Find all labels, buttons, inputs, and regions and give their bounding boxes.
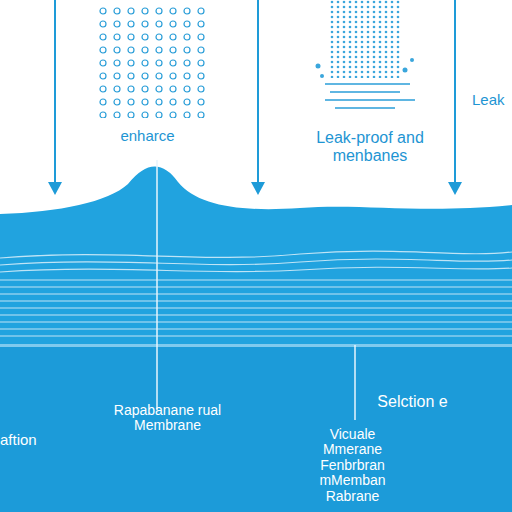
leader-line [156, 160, 158, 410]
text-label: enharce [105, 128, 190, 145]
text-label: Rapabanane rual Membrane [100, 403, 235, 434]
particle-cloud [330, 0, 400, 78]
divider-band [0, 344, 512, 347]
text-label: aftion [0, 432, 60, 449]
text-label: Leak-proof and menbanes [300, 129, 440, 164]
text-label: Leak [472, 92, 512, 109]
water-wave [0, 166, 512, 512]
arrow-heads [48, 182, 462, 195]
lower-band [0, 347, 512, 512]
particles [316, 58, 415, 78]
membrane-layers [0, 251, 512, 336]
text-label: Selction e [375, 393, 450, 411]
arrow-shafts [55, 0, 455, 186]
bubble-column [98, 6, 208, 118]
flow-lines [325, 84, 415, 108]
text-label: Vicuale Mmerane Fenbrbran mMemban Rabran… [300, 427, 405, 504]
leader-line [354, 345, 356, 420]
